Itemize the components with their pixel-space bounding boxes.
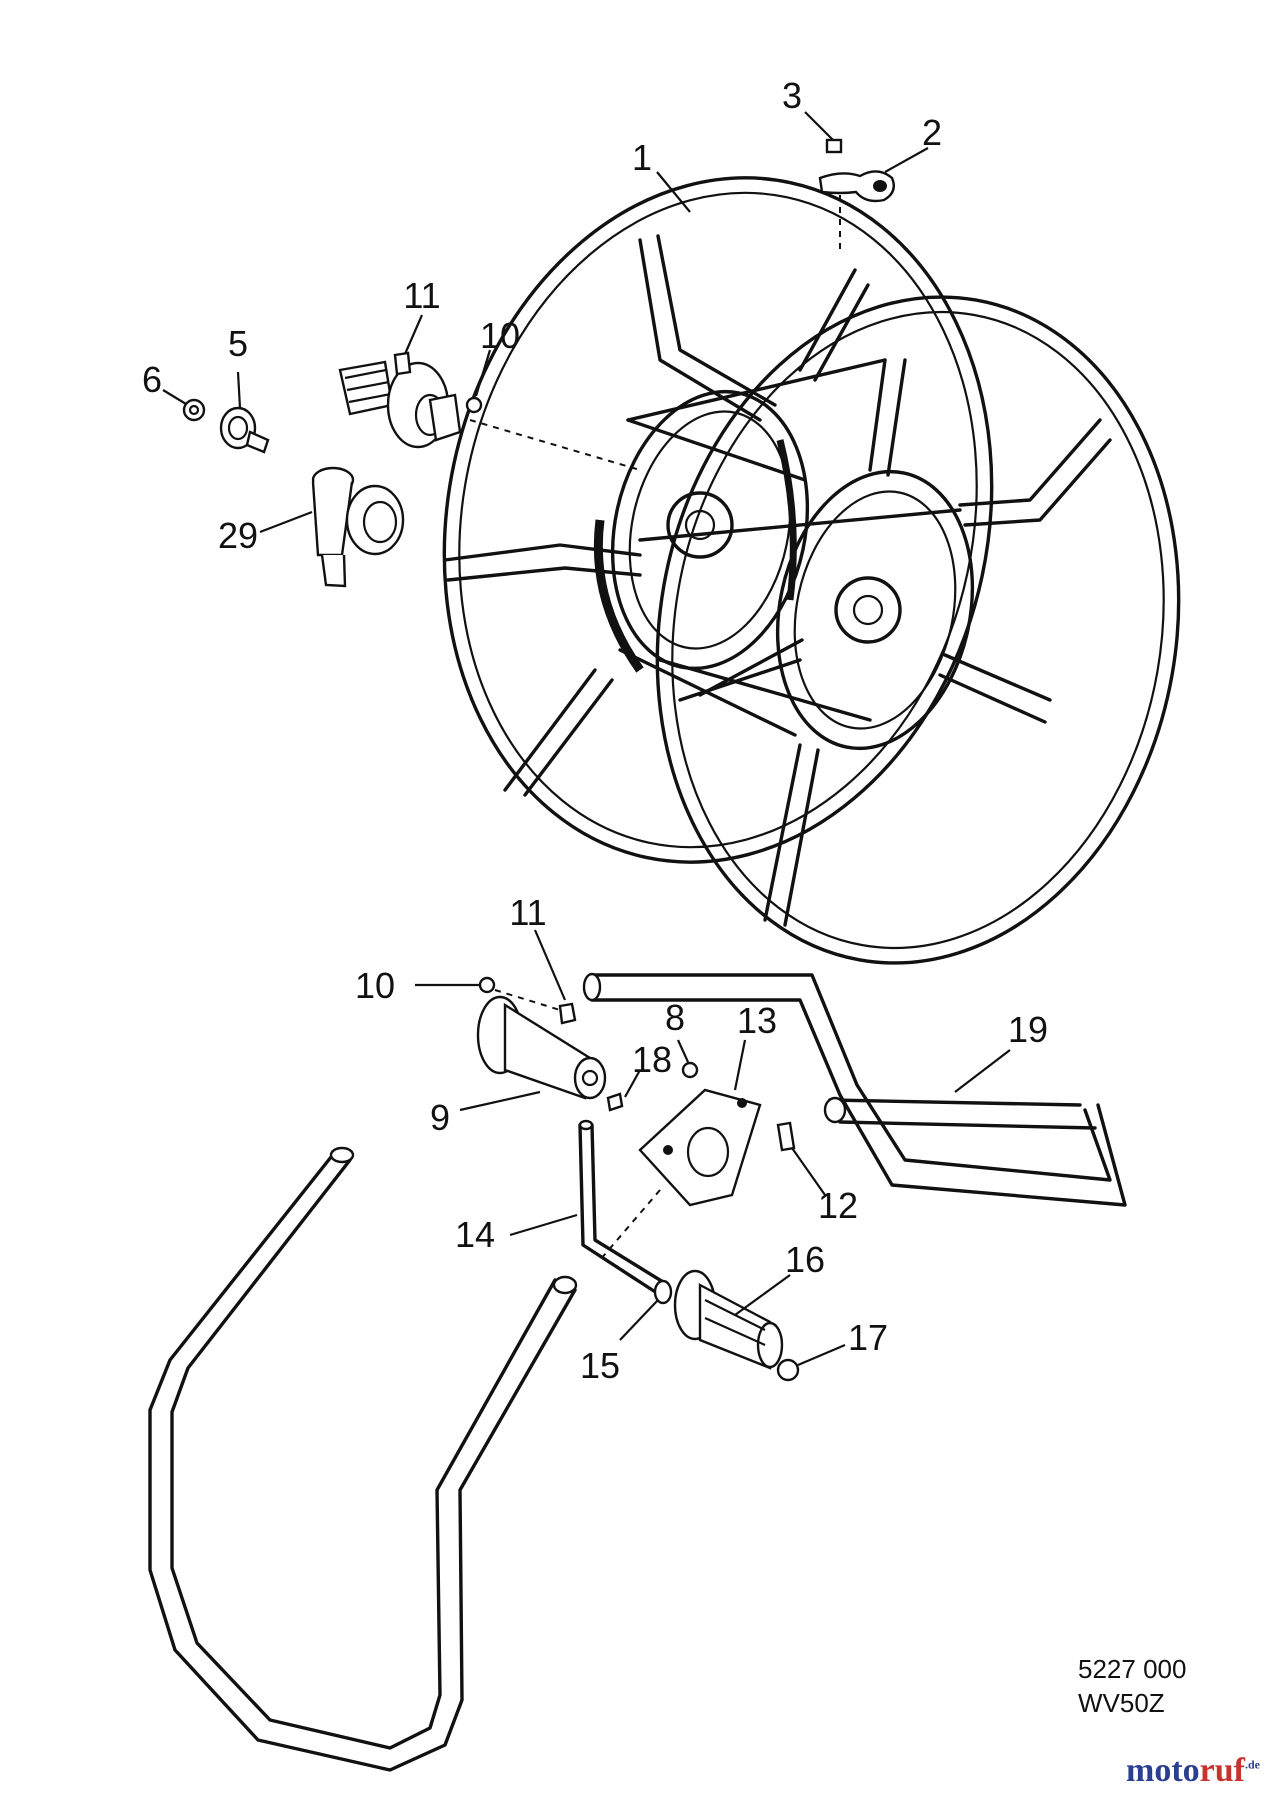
callout-11-bottom: 11: [509, 892, 546, 933]
callout-17: 17: [848, 1317, 888, 1358]
crank-arm-14: [578, 1119, 670, 1297]
screw-18: [606, 1092, 624, 1112]
callout-14: 14: [455, 1214, 495, 1255]
callout-3: 3: [782, 75, 802, 116]
callout-5: 5: [228, 323, 248, 364]
nut-8: [681, 1061, 699, 1079]
drawing-code: 5227 000 WV50Z: [1078, 1654, 1186, 1718]
handle-grip-16: [673, 1269, 784, 1370]
screw-11-top: [393, 351, 412, 376]
nut-10-bottom: [478, 976, 496, 994]
nut-10-top: [465, 396, 483, 414]
handle-tube-19: [582, 972, 1127, 1207]
callout-1: 1: [632, 137, 652, 178]
hose-connector-5: [219, 406, 270, 454]
callout-6: 6: [142, 359, 162, 400]
callout-13: 13: [737, 1000, 777, 1041]
watermark-logo: motoruf.de: [1126, 1752, 1260, 1790]
crank-bracket-13: [638, 1088, 762, 1207]
callout-11-top: 11: [403, 275, 440, 316]
screw-11-bottom: [558, 1002, 577, 1025]
callout-18: 18: [632, 1039, 672, 1080]
callout-8: 8: [665, 997, 685, 1038]
nut-6: [182, 398, 206, 422]
watermark-text-a: moto: [1126, 1752, 1200, 1789]
callout-29: 29: [218, 515, 258, 556]
leader-lines: [162, 111, 1011, 1367]
stand-frame: [148, 1146, 578, 1772]
axle-flange-top: [338, 360, 462, 449]
callout-15: 15: [580, 1345, 620, 1386]
washer-15: [653, 1279, 673, 1305]
callout-10-bottom: 10: [355, 965, 395, 1006]
valve-fitting-29: [311, 466, 405, 588]
callout-19: 19: [1008, 1009, 1048, 1050]
drawing-number: 5227 000: [1078, 1654, 1186, 1684]
screw-12: [776, 1121, 796, 1152]
nut-17: [776, 1358, 800, 1382]
callout-2: 2: [922, 112, 942, 153]
watermark-suffix: .de: [1245, 1757, 1260, 1772]
callout-12: 12: [818, 1185, 858, 1226]
callout-9: 9: [430, 1097, 450, 1138]
small-nut-3: [825, 138, 843, 154]
model-code: WV50Z: [1078, 1688, 1165, 1718]
hose-reel-drum: [442, 176, 1181, 965]
callout-labels: 1 2 3 5 6 8 9 10 10 11 11 12 13 14 15 16…: [142, 75, 1048, 1386]
callout-10-top: 10: [480, 315, 520, 356]
watermark-text-b: ruf: [1199, 1752, 1245, 1789]
axle-flange-9: [476, 995, 607, 1100]
callout-16: 16: [785, 1239, 825, 1280]
hose-clamp: [818, 170, 895, 203]
